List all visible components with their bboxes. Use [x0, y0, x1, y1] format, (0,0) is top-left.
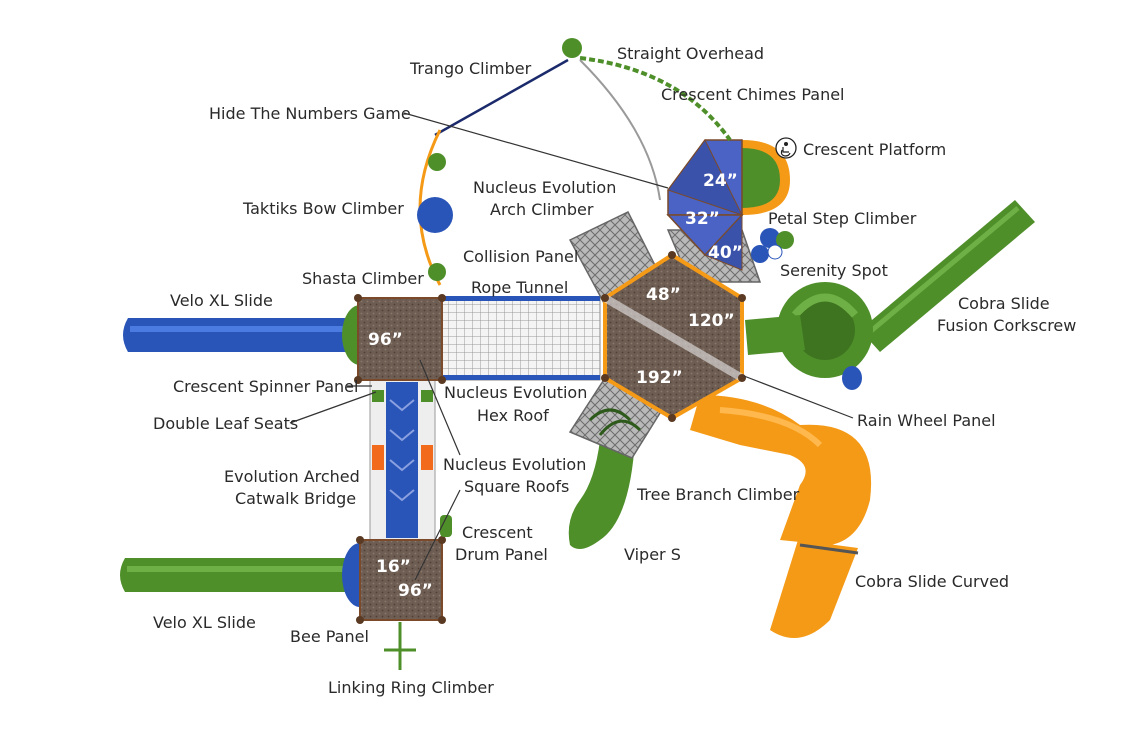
label-hex-roof-line1: Nucleus Evolution [444, 383, 587, 402]
height-16: 16” [376, 557, 411, 577]
label-trango-climber: Trango Climber [409, 59, 532, 78]
height-40: 40” [708, 243, 743, 263]
square-deck-bottom [356, 515, 452, 624]
stepped-triangle-decks [666, 139, 744, 271]
height-120: 120” [688, 311, 735, 331]
square-deck-top [354, 294, 446, 384]
height-192: 192” [636, 368, 683, 388]
label-catwalk-line2: Catwalk Bridge [235, 489, 356, 508]
label-nucleus-arch-line2: Arch Climber [490, 200, 594, 219]
label-rain-wheel: Rain Wheel Panel [857, 411, 996, 430]
label-crescent-chimes-panel: Crescent Chimes Panel [661, 85, 845, 104]
label-cobra-fusion-line2: Fusion Corkscrew [937, 316, 1076, 335]
height-96-bottom: 96” [398, 581, 433, 601]
label-serenity-spot: Serenity Spot [780, 261, 888, 280]
crescent-platform [742, 140, 790, 215]
label-hide-numbers-game: Hide The Numbers Game [209, 104, 411, 123]
cobra-slide-fusion-corkscrew [745, 200, 1035, 390]
label-petal-step: Petal Step Climber [768, 209, 917, 228]
label-crescent-platform: Crescent Platform [803, 140, 946, 159]
label-velo-xl-bottom: Velo XL Slide [153, 613, 256, 632]
label-cobra-fusion-line1: Cobra Slide [958, 294, 1050, 313]
leader-square-roofs-top [419, 359, 461, 456]
label-taktiks-bow: Taktiks Bow Climber [242, 199, 404, 218]
label-cobra-curved: Cobra Slide Curved [855, 572, 1009, 591]
straight-overhead [562, 38, 732, 142]
rope-tunnel [439, 296, 601, 381]
label-catwalk-line1: Evolution Arched [224, 467, 360, 486]
label-straight-overhead: Straight Overhead [617, 44, 764, 63]
label-tree-branch: Tree Branch Climber [636, 485, 800, 504]
wheelchair-icon [775, 137, 797, 159]
label-drum-line2: Drum Panel [455, 545, 548, 564]
height-96-top: 96” [368, 330, 403, 350]
label-linking-ring: Linking Ring Climber [328, 678, 494, 697]
height-48: 48” [646, 285, 681, 305]
height-32: 32” [685, 209, 720, 229]
leader-square-roofs-bottom [414, 489, 461, 581]
leader-hide-numbers [403, 112, 669, 189]
leader-double-leaf [289, 391, 377, 424]
label-shasta-climber: Shasta Climber [302, 269, 424, 288]
label-crescent-spinner: Crescent Spinner Panel [173, 377, 358, 396]
leader-rain-wheel [743, 375, 854, 419]
cobra-slide-curved [690, 395, 872, 638]
label-drum-line1: Crescent [462, 523, 533, 542]
velo-xl-slide-top [123, 305, 378, 365]
label-viper-s: Viper S [624, 545, 681, 564]
velo-xl-slide-bottom [120, 543, 378, 607]
label-square-roofs-line1: Nucleus Evolution [443, 455, 586, 474]
catwalk-bridge [369, 379, 436, 541]
label-square-roofs-line2: Square Roofs [464, 477, 569, 496]
viper-s-slide [568, 440, 635, 549]
label-double-leaf: Double Leaf Seats [153, 414, 298, 433]
hex-deck [601, 251, 746, 422]
arch-climber-line [579, 59, 661, 201]
linking-ring-climber [384, 622, 416, 670]
taktiks-bow-climber [417, 129, 453, 286]
trango-climber [434, 58, 569, 137]
label-rope-tunnel: Rope Tunnel [471, 278, 568, 297]
label-bee-panel: Bee Panel [290, 627, 369, 646]
label-nucleus-arch-line1: Nucleus Evolution [473, 178, 616, 197]
label-hex-roof-line2: Hex Roof [477, 406, 549, 425]
label-velo-xl-top: Velo XL Slide [170, 291, 273, 310]
petal-step-climber [751, 228, 794, 263]
label-collision-panel: Collision Panel [463, 247, 578, 266]
height-24: 24” [703, 171, 738, 191]
